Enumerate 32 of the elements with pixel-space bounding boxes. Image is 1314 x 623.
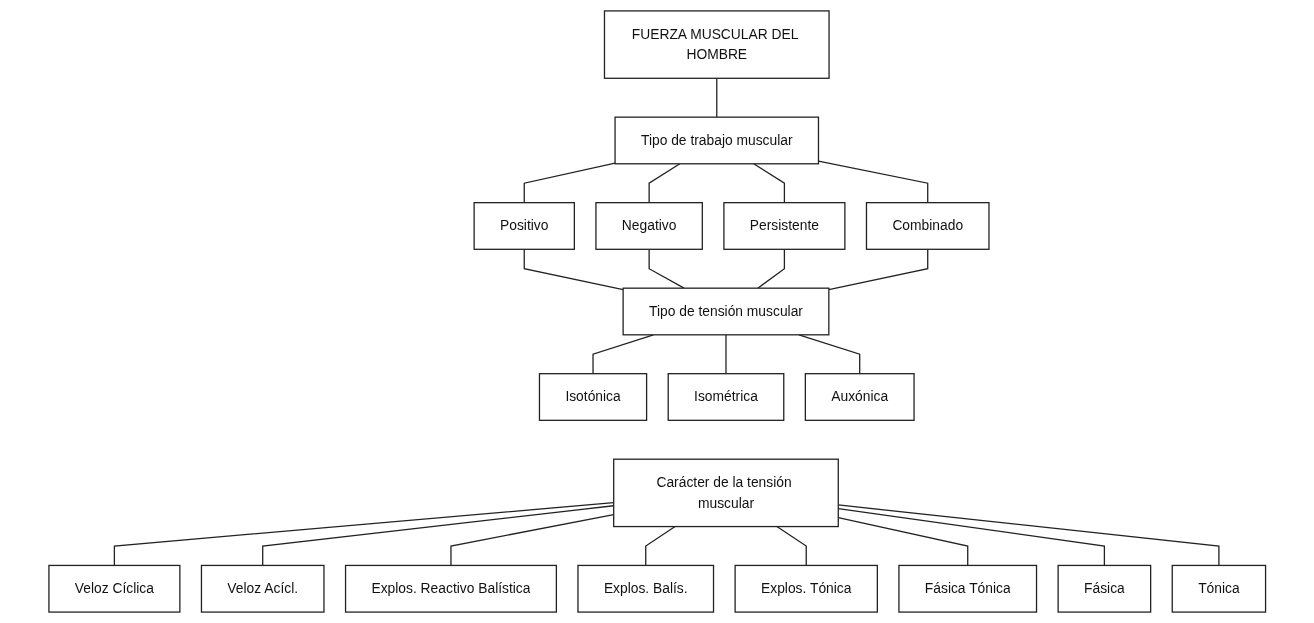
node-box: Combinado bbox=[865, 202, 990, 250]
node-box: Isométrica bbox=[667, 373, 785, 421]
node-box: Fásica bbox=[1057, 564, 1152, 613]
connector bbox=[725, 334, 727, 375]
connector bbox=[648, 248, 685, 289]
node-box: Tónica bbox=[1171, 564, 1266, 613]
connector bbox=[523, 162, 616, 204]
node-box: Explos. Reactivo Balística bbox=[344, 564, 557, 613]
node-box: Isotónica bbox=[538, 373, 647, 421]
connector bbox=[752, 163, 785, 204]
connector bbox=[775, 525, 807, 567]
node-box: Tipo de tensión muscular bbox=[622, 287, 830, 336]
connector bbox=[756, 248, 785, 289]
node-box: Positivo bbox=[473, 202, 575, 250]
connector bbox=[648, 163, 681, 204]
node-box: Explos. Tónica bbox=[734, 564, 878, 613]
node-box: FUERZA MUSCULAR DEL HOMBRE bbox=[603, 10, 830, 79]
node-box: Explos. Balís. bbox=[577, 564, 714, 613]
node-box: Veloz Acícl. bbox=[200, 564, 325, 613]
node-box: Persistente bbox=[723, 202, 846, 250]
node-box: Auxónica bbox=[804, 373, 915, 421]
connector bbox=[592, 334, 654, 375]
node-box: Veloz Cíclica bbox=[48, 564, 181, 613]
connector bbox=[827, 248, 929, 291]
connector bbox=[798, 334, 861, 375]
node-box: Negativo bbox=[595, 202, 703, 250]
node-box: Tipo de trabajo muscular bbox=[614, 116, 819, 165]
connector bbox=[644, 525, 676, 567]
node-box: Carácter de la tensión muscular bbox=[612, 458, 839, 528]
connector bbox=[715, 77, 718, 118]
node-box: Fásica Tónica bbox=[898, 564, 1037, 613]
connector bbox=[817, 160, 929, 204]
